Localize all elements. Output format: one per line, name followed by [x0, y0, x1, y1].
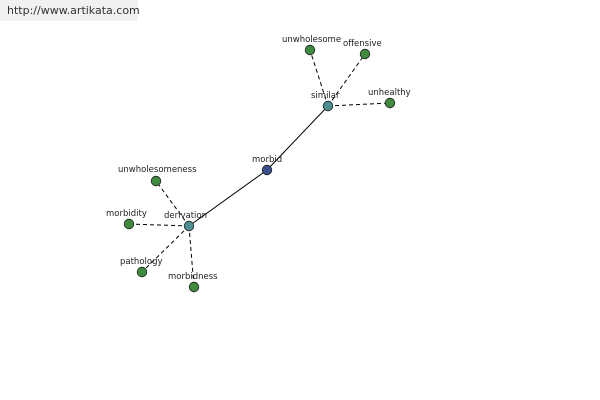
node-morbid[interactable] — [261, 164, 273, 176]
node-unhealthy[interactable] — [384, 97, 396, 109]
edge-derivation-morbidness — [188, 225, 195, 288]
label-morbid[interactable]: morbid — [252, 155, 282, 165]
label-derivation[interactable]: derivation — [164, 211, 207, 221]
graph-edges — [128, 49, 391, 288]
edge-derivation-morbidity — [128, 223, 190, 227]
edge-similar-offensive — [327, 53, 366, 107]
label-unwholesomeness[interactable]: unwholesomeness — [118, 165, 197, 175]
node-pathology[interactable] — [136, 266, 148, 278]
label-unhealthy[interactable]: unhealthy — [368, 88, 411, 98]
label-pathology[interactable]: pathology — [120, 257, 163, 267]
node-unwholesomeness[interactable] — [150, 175, 162, 187]
edge-similar-unwholesome — [309, 49, 329, 107]
url-banner[interactable]: http://www.artikata.com — [0, 0, 140, 21]
node-offensive[interactable] — [359, 48, 371, 60]
graph-nodes — [123, 44, 396, 293]
label-morbidity[interactable]: morbidity — [106, 209, 147, 219]
label-morbidness[interactable]: morbidness — [168, 272, 218, 282]
edge-morbid-derivation — [188, 169, 268, 227]
node-morbidity[interactable] — [123, 218, 135, 230]
node-morbidness[interactable] — [188, 281, 200, 293]
node-unwholesome[interactable] — [304, 44, 316, 56]
edge-derivation-pathology — [141, 225, 190, 273]
label-offensive[interactable]: offensive — [343, 39, 382, 49]
edge-similar-unhealthy — [327, 102, 391, 107]
label-similar[interactable]: similar — [311, 91, 340, 101]
node-derivation[interactable] — [183, 220, 195, 232]
label-unwholesome[interactable]: unwholesome — [282, 35, 341, 45]
edge-derivation-unwholesomeness — [155, 180, 190, 227]
node-similar[interactable] — [322, 100, 334, 112]
edge-morbid-similar — [266, 105, 329, 171]
